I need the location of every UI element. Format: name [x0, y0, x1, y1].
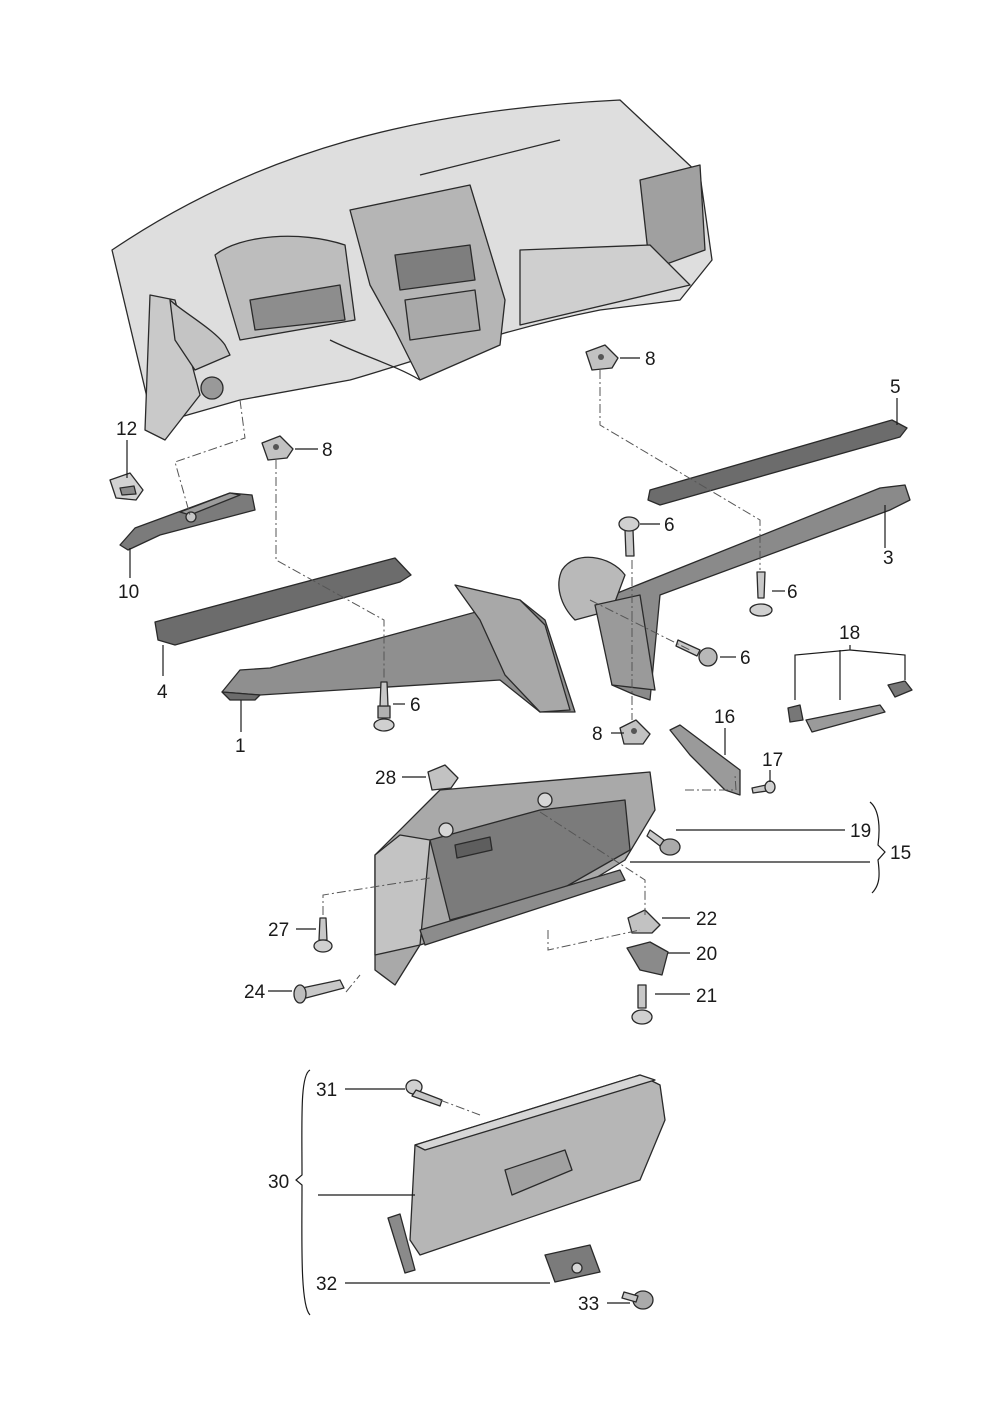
label-30: 30 — [268, 1172, 289, 1193]
pin-24 — [293, 979, 345, 1004]
label-12: 12 — [116, 419, 137, 440]
label-5: 5 — [890, 377, 901, 398]
trim-strip-4 — [154, 557, 412, 646]
screw-27 — [313, 917, 333, 953]
label-18: 18 — [839, 623, 860, 644]
label-4: 4 — [157, 682, 168, 703]
label-15: 15 — [890, 843, 911, 864]
screw-17 — [751, 780, 776, 794]
label-16: 16 — [714, 707, 735, 728]
label-31: 31 — [316, 1080, 337, 1101]
label-21: 21 — [696, 986, 717, 1007]
clip-28 — [427, 764, 459, 791]
trim-panel-3 — [558, 484, 911, 701]
latch-32 — [544, 1244, 601, 1283]
label-22: 22 — [696, 909, 717, 930]
label-8-upper: 8 — [645, 349, 656, 370]
dashboard-panel — [111, 99, 713, 441]
glovebox-housing-15 — [374, 771, 656, 986]
label-6-b: 6 — [664, 515, 675, 536]
bracket-10 — [119, 492, 256, 551]
label-33: 33 — [578, 1294, 599, 1315]
screw-6-d — [675, 639, 718, 667]
label-27: 27 — [268, 920, 289, 941]
label-6-d: 6 — [740, 648, 751, 669]
label-3: 3 — [883, 548, 894, 569]
clip-8-upper — [585, 344, 619, 371]
label-8-lower: 8 — [592, 724, 603, 745]
label-19: 19 — [850, 821, 871, 842]
label-32: 32 — [316, 1274, 337, 1295]
glovebox-lid-30 — [387, 1074, 666, 1274]
screw-19 — [646, 829, 681, 856]
label-28: 28 — [375, 768, 396, 789]
bracket-20 — [626, 941, 669, 976]
label-6-a: 6 — [410, 695, 421, 716]
alignment-lines — [174, 370, 761, 1116]
label-6-c: 6 — [787, 582, 798, 603]
label-1: 1 — [235, 736, 246, 757]
screw-31 — [405, 1079, 443, 1107]
lamp-set-18 — [787, 680, 913, 733]
clip-8-lower — [619, 719, 651, 745]
label-24: 24 — [244, 982, 266, 1003]
clip-8-left — [261, 435, 294, 461]
label-20: 20 — [696, 944, 717, 965]
hinge-16 — [669, 724, 741, 796]
trim-panel-1 — [221, 584, 576, 713]
screw-21 — [631, 984, 653, 1025]
screw-6-c — [749, 571, 773, 617]
clip-22 — [627, 909, 661, 934]
callout-labels: 8 8 12 10 5 3 6 6 6 6 4 1 8 16 17 18 28 … — [116, 349, 911, 1315]
screw-6-b — [618, 516, 640, 557]
screw-33 — [621, 1290, 654, 1310]
trim-strip-5 — [647, 419, 908, 506]
leader-lines — [126, 357, 906, 1316]
label-8-left: 8 — [322, 440, 333, 461]
screw-6-a — [373, 681, 395, 732]
label-17: 17 — [762, 750, 783, 771]
label-10: 10 — [118, 582, 139, 603]
clip-12 — [109, 472, 144, 501]
